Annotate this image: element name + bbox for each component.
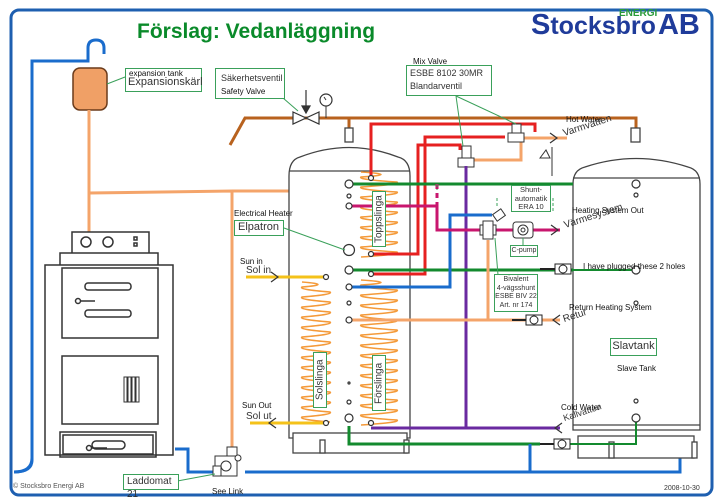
logo-initial: S xyxy=(531,9,551,41)
outer-frame xyxy=(9,8,714,497)
pipe-blue-shunt xyxy=(351,213,492,289)
safety-valve-icon xyxy=(292,90,320,125)
shunt-line3: ERA 10 xyxy=(518,202,544,211)
logo-suffix: AB xyxy=(657,9,700,41)
shunt-line2: automatik xyxy=(514,193,548,203)
four-way-shunt-icon xyxy=(479,208,507,240)
forslinga-label: Förslinga xyxy=(372,355,386,411)
expansion-tank-label: expansion tank Expansionskärl xyxy=(125,68,203,92)
sun-in-en: Sun in xyxy=(240,257,263,266)
plugged-holes-note: I have plugged these 2 holes xyxy=(583,262,686,271)
shunt-automatik-label: Shunt- automatik ERA 10 xyxy=(511,185,551,212)
circulation-pump-icon xyxy=(512,221,534,239)
date-text: 2008-10-30 xyxy=(664,485,700,492)
pressure-gauge-icon xyxy=(319,93,333,118)
laddomat-icon xyxy=(212,446,242,477)
tank-ports xyxy=(322,174,641,427)
pipe-green-bottom xyxy=(347,426,540,446)
sun-in-sv: Sol in xyxy=(246,265,272,276)
mix-valve-model: ESBE 8102 30MR xyxy=(410,68,484,78)
bivalent-line2: 4-vägsshunt xyxy=(496,284,536,292)
sun-out-sv: Sol ut xyxy=(246,411,272,422)
mix-valve-label: ESBE 8102 30MR Blandarventil xyxy=(406,65,492,96)
bivalent-line4: Art. nr 174 xyxy=(499,301,533,309)
elpatron-label: Elpatron xyxy=(234,220,284,236)
expansion-tank-en: expansion tank xyxy=(129,69,183,78)
solslinga-label: Solslinga xyxy=(313,352,327,408)
pipe-blue-expansion-hook xyxy=(32,38,106,63)
pipe-magenta-heating-out xyxy=(351,204,560,232)
pipe-red-top xyxy=(369,122,537,178)
sun-out-en: Sun Out xyxy=(242,401,272,410)
bivalent-shunt-label: Bivalent 4-vägsshunt ESBE BIV 22 Art. nr… xyxy=(494,274,538,312)
wood-boiler xyxy=(44,231,174,458)
mix-valve-icon xyxy=(457,123,525,168)
page-title: Förslag: Vedanläggning xyxy=(137,20,376,43)
safety-valve-sv: Säkerhetsventil xyxy=(221,73,283,83)
bivalent-line3: ESBE BIV 22 xyxy=(495,293,537,300)
flow-arrows xyxy=(267,132,563,434)
slavtank-label: Slavtank xyxy=(610,338,657,356)
coil-toppslinga xyxy=(359,171,399,258)
c-pump-label: C-pump xyxy=(510,245,538,257)
expansion-tank-icon xyxy=(72,67,108,111)
bivalent-line1: Bivalent xyxy=(503,276,529,283)
logo-text: tocksbro xyxy=(550,12,656,40)
logo-energi: ENERGI xyxy=(619,8,658,19)
coil-solslinga xyxy=(300,281,332,423)
pipe-brown-hot-water xyxy=(228,116,638,146)
laddomat-label: Laddomat 21 xyxy=(123,474,179,500)
slave-tank-en: Slave Tank xyxy=(617,364,656,373)
slave-tank xyxy=(572,127,701,459)
safety-valve-label: Säkerhetsventil Safety Valve xyxy=(215,68,285,99)
return-heating-en: Return Heating System xyxy=(569,303,652,312)
thermostat-icon xyxy=(539,147,553,176)
safety-valve-en: Safety Valve xyxy=(221,87,266,96)
pipe-red-upper-feed xyxy=(371,143,462,256)
mix-valve-en: Mix Valve xyxy=(413,57,448,66)
mix-valve-sv: Blandarventil xyxy=(410,81,463,91)
pipe-blue-boiler-return xyxy=(175,447,222,474)
see-link-text[interactable]: See Link xyxy=(212,487,244,496)
cold-water-en: Cold Water xyxy=(561,403,601,412)
electrical-heater-en: Electrical Heater xyxy=(234,209,293,218)
heating-out-en: Heating System Out xyxy=(572,206,644,215)
toppslinga-label: Toppslinga xyxy=(372,191,386,247)
shunt-line1: Shunt- xyxy=(519,185,543,194)
expansion-tank-sv: Expansionskärl xyxy=(128,76,203,88)
ball-valve-icon xyxy=(512,263,572,450)
copyright-text: © Stocksbro Energi AB xyxy=(13,483,85,490)
coil-forslinga xyxy=(359,279,399,426)
hot-water-en: Hot Water xyxy=(566,115,602,124)
